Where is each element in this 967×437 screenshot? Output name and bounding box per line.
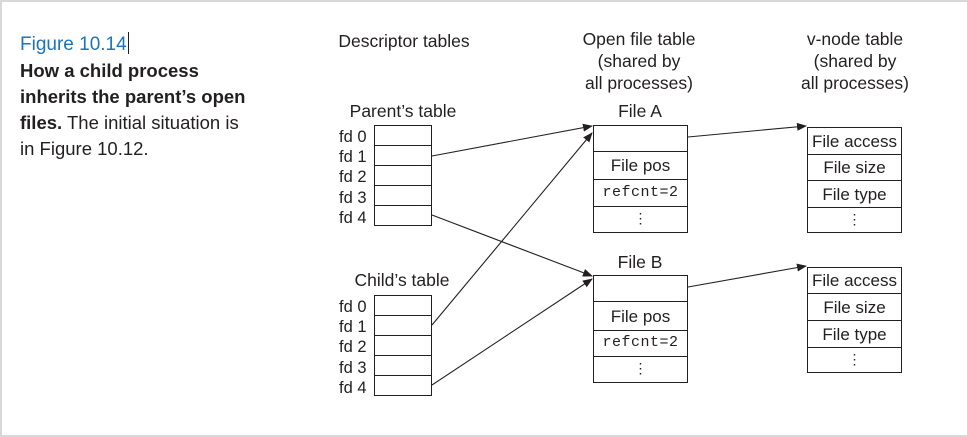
open-file-header-line3: all processes) [585, 73, 693, 93]
file-b-refcnt: refcnt=2 [602, 334, 679, 351]
vnode-header-line1: v-node table [806, 29, 904, 49]
frame-bottom-border [0, 435, 967, 437]
child-fd-3-label: fd 3 [339, 359, 367, 377]
caption-title-line3-bold: files. [20, 112, 63, 133]
file-a-pos: File pos [610, 156, 671, 175]
file-b-pos: File pos [610, 307, 671, 326]
frame-left-border [0, 0, 2, 437]
parent-fd-4-slot [374, 205, 432, 226]
file-b-refcnt-slot [593, 330, 688, 357]
arrow-parent-fd1-to-file-a [431, 123, 593, 157]
figure-caption: Figure 10.14 How a child process inherit… [20, 31, 310, 162]
file-b-top-slot [593, 275, 688, 302]
arrow-file-b-to-vnode-b [687, 263, 807, 288]
vnode-b-access: File access [811, 271, 898, 290]
figure-number: Figure 10.14 [20, 34, 127, 55]
file-a-title: File A [618, 101, 662, 121]
child-table-title: Child’s table [354, 270, 450, 290]
file-b-more-slot [593, 356, 688, 383]
vnode-a-access: File access [811, 132, 898, 151]
child-fd-4-label: fd 4 [339, 379, 367, 397]
caption-title-line3-rest: The initial situation is [62, 112, 239, 133]
text-cursor [127, 32, 129, 54]
arrow-child-fd4-to-file-b [431, 278, 593, 386]
vnode-b-size: File size [823, 298, 886, 317]
parent-fd-4-label: fd 4 [339, 209, 367, 227]
open-file-header-line2: (shared by [597, 51, 681, 71]
caption-title-line2: inherits the parent’s open [20, 86, 246, 107]
parent-fd-1-label: fd 1 [339, 148, 367, 166]
parent-fd-0-label: fd 0 [339, 128, 367, 146]
file-b-pos-slot [593, 301, 688, 331]
parent-table-title: Parent’s table [349, 101, 457, 121]
file-a-top-slot [593, 125, 688, 152]
arrow-file-a-to-vnode-a [687, 122, 807, 138]
vnode-a-type: File type [822, 185, 887, 204]
caption-title-line1: How a child process [20, 60, 199, 81]
frame-top-border [0, 0, 967, 2]
file-b-title: File B [617, 252, 663, 272]
vnode-a-type-slot [807, 180, 902, 208]
child-fd-1-label: fd 1 [339, 318, 367, 336]
child-fd-2-label: fd 2 [339, 338, 367, 356]
vnode-header-line3: all processes) [801, 73, 909, 93]
arrow-child-fd1-to-file-a [431, 132, 593, 326]
vnode-a-more-slot [807, 207, 902, 233]
vnode-b-type: File type [822, 325, 887, 344]
child-fd-0-label: fd 0 [339, 298, 367, 316]
child-fd-4-slot [374, 375, 432, 396]
file-a-refcnt: refcnt=2 [602, 184, 679, 201]
parent-fd-3-label: fd 3 [339, 189, 367, 207]
descriptor-tables-header: Descriptor tables [338, 31, 470, 51]
caption-title-line4: in Figure 10.12. [20, 138, 149, 159]
file-a-more-slot [593, 206, 688, 233]
vnode-a-size: File size [823, 158, 886, 177]
file-a-refcnt-slot [593, 179, 688, 207]
open-file-header-line1: Open file table [582, 29, 696, 49]
arrow-parent-fd4-to-file-b [431, 214, 593, 277]
vnode-b-more-slot [807, 347, 902, 373]
parent-fd-2-label: fd 2 [339, 168, 367, 186]
vnode-header-line2: (shared by [813, 51, 897, 71]
